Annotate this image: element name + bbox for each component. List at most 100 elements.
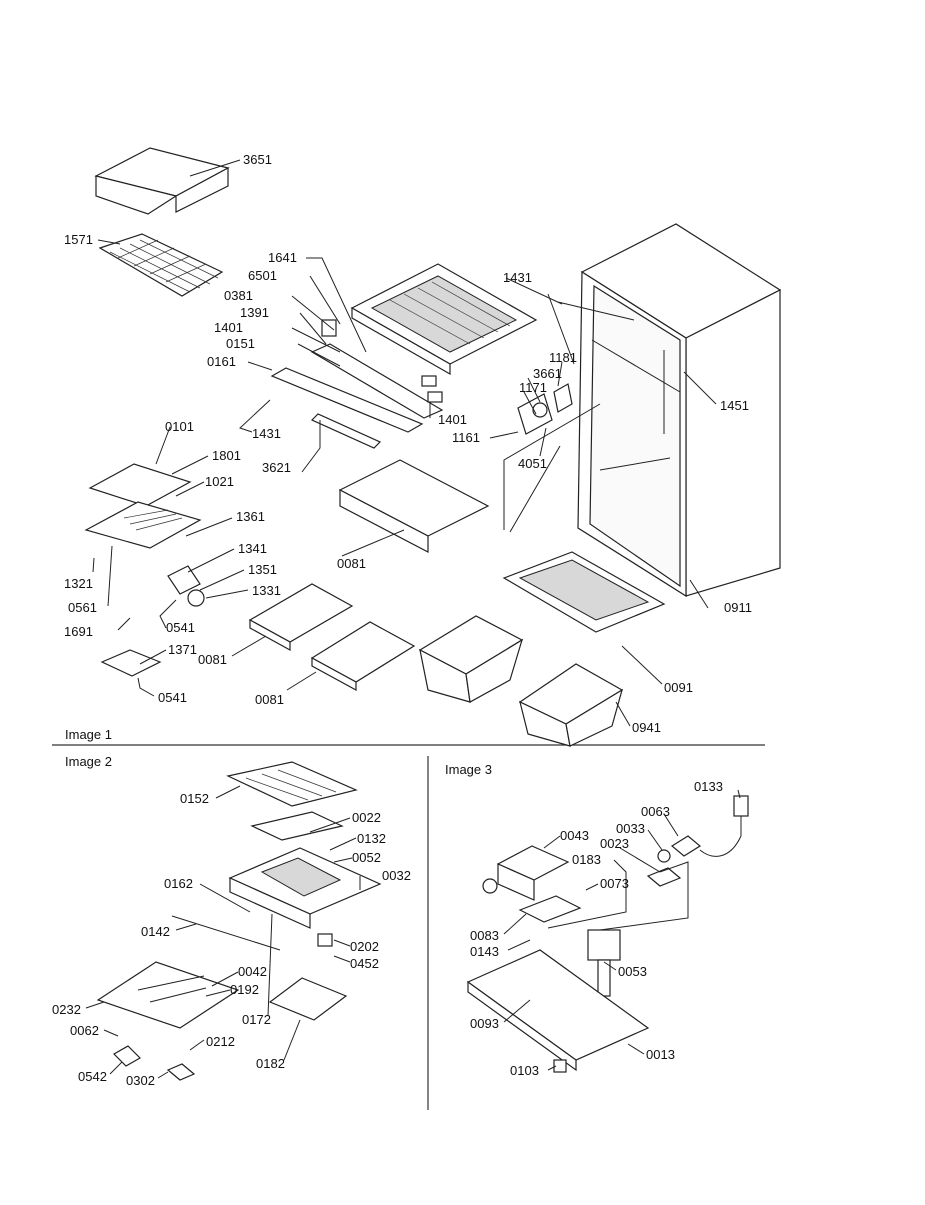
callout-0081-b: 0081 xyxy=(198,652,227,667)
part-glass-shelf-0081-a xyxy=(338,459,490,553)
part-glass-shelf-0081-c xyxy=(310,621,416,692)
callout-4051: 4051 xyxy=(518,456,547,471)
callout-3651: 3651 xyxy=(243,152,272,167)
part-rail-0151 xyxy=(310,343,444,419)
callout-1361: 1361 xyxy=(236,509,265,524)
callout-0022: 0022 xyxy=(352,810,381,825)
callout-0542: 0542 xyxy=(78,1069,107,1084)
image3-callouts: 0133 0063 0033 0043 0023 0183 0073 0083 … xyxy=(470,779,723,1078)
callout-0182: 0182 xyxy=(256,1056,285,1071)
callout-0132: 0132 xyxy=(357,831,386,846)
callout-1351: 1351 xyxy=(248,562,277,577)
part-hinge-1161 xyxy=(517,383,573,435)
callout-0161: 0161 xyxy=(207,354,236,369)
part-switch-0103 xyxy=(553,1059,567,1073)
callout-0081-c: 0081 xyxy=(255,692,284,707)
image1-title: Image 1 xyxy=(65,727,112,742)
part-motor-0043 xyxy=(482,845,570,901)
callout-0042: 0042 xyxy=(238,964,267,979)
image2-callouts: 0152 0022 0132 0052 0032 0162 0142 0202 … xyxy=(52,791,411,1088)
callout-0032: 0032 xyxy=(382,868,411,883)
part-shelf-0152 xyxy=(226,761,358,807)
part-light-cover-1371 xyxy=(100,649,162,677)
callout-0052: 0052 xyxy=(352,850,381,865)
callout-0093: 0093 xyxy=(470,1016,499,1031)
callout-0452: 0452 xyxy=(350,956,379,971)
callout-1181: 1181 xyxy=(549,350,577,365)
callout-0183: 0183 xyxy=(572,852,601,867)
part-base-0042 xyxy=(96,961,240,1029)
callout-1321: 1321 xyxy=(64,576,93,591)
callout-1391: 1391 xyxy=(240,305,269,320)
callout-0152: 0152 xyxy=(180,791,209,806)
part-pump-0053 xyxy=(587,929,621,997)
part-control-housing xyxy=(84,463,202,549)
callout-1451: 1451 xyxy=(720,398,749,413)
part-lamp-1331 xyxy=(187,589,205,607)
part-rod-0142 xyxy=(171,915,281,951)
callout-1171: 1171 xyxy=(519,380,547,395)
callout-0091: 0091 xyxy=(664,680,693,695)
callout-1801: 1801 xyxy=(212,448,241,463)
part-base-plate-0013 xyxy=(466,949,650,1072)
callout-0133: 0133 xyxy=(694,779,723,794)
callout-6501: 6501 xyxy=(248,268,277,283)
callout-0053: 0053 xyxy=(618,964,647,979)
image2-title: Image 2 xyxy=(65,754,112,769)
part-glass-shelf-0081-b xyxy=(248,583,354,652)
callout-0101: 0101 xyxy=(165,419,194,434)
callout-1431-a: 1431 xyxy=(252,426,281,441)
part-clip-1401b xyxy=(427,391,443,403)
callout-0043: 0043 xyxy=(560,828,589,843)
callout-0151: 0151 xyxy=(226,336,255,351)
callout-3661: 3661 xyxy=(533,366,562,381)
callout-0062: 0062 xyxy=(70,1023,99,1038)
part-bracket-0023 xyxy=(646,867,682,887)
callout-0561: 0561 xyxy=(68,600,97,615)
part-rail-0161 xyxy=(270,367,424,433)
part-sensor-0133 xyxy=(699,795,749,857)
part-trim-3621 xyxy=(310,413,382,449)
part-plate-0083 xyxy=(518,895,582,923)
callout-1401-b: 1401 xyxy=(438,412,467,427)
part-bin-3651 xyxy=(94,147,230,215)
part-housing-0052 xyxy=(228,847,382,929)
callout-0103: 0103 xyxy=(510,1063,539,1078)
callout-0541-b: 0541 xyxy=(158,690,187,705)
callout-1021: 1021 xyxy=(205,474,234,489)
callout-0302: 0302 xyxy=(126,1073,155,1088)
callout-0172: 0172 xyxy=(242,1012,271,1027)
part-valve-0063 xyxy=(657,835,702,863)
part-door-hinge-0302 xyxy=(166,1063,196,1081)
callout-0911: 0911 xyxy=(724,600,752,615)
callout-0541-a: 0541 xyxy=(166,620,195,635)
part-crisper-drawer-left xyxy=(418,615,524,703)
callout-0023: 0023 xyxy=(600,836,629,851)
callout-0192: 0192 xyxy=(230,982,259,997)
part-crisper-drawer-0941 xyxy=(518,663,624,747)
image3-title: Image 3 xyxy=(445,762,492,777)
callout-1431-b: 1431 xyxy=(503,270,532,285)
part-clip-0202 xyxy=(317,933,333,947)
callout-0142: 0142 xyxy=(141,924,170,939)
callout-0073: 0073 xyxy=(600,876,629,891)
callout-0212: 0212 xyxy=(206,1034,235,1049)
callout-0381: 0381 xyxy=(224,288,253,303)
callout-0081-a: 0081 xyxy=(337,556,366,571)
callout-1331: 1331 xyxy=(252,583,281,598)
leader-lines xyxy=(85,159,741,1079)
part-crisper-cover-0091 xyxy=(502,551,666,633)
part-clip-1401 xyxy=(421,375,437,387)
part-thermostat-1341 xyxy=(167,565,201,595)
callout-0063: 0063 xyxy=(641,804,670,819)
callout-0033: 0033 xyxy=(616,821,645,836)
callout-0143: 0143 xyxy=(470,944,499,959)
callout-1341: 1341 xyxy=(238,541,267,556)
callout-0202: 0202 xyxy=(350,939,379,954)
callout-0941: 0941 xyxy=(632,720,661,735)
image1-callouts: 3651 1571 1641 6501 0381 1391 1401 0151 … xyxy=(64,152,752,735)
callout-3621: 3621 xyxy=(262,460,291,475)
callout-0083: 0083 xyxy=(470,928,499,943)
callout-0162: 0162 xyxy=(164,876,193,891)
